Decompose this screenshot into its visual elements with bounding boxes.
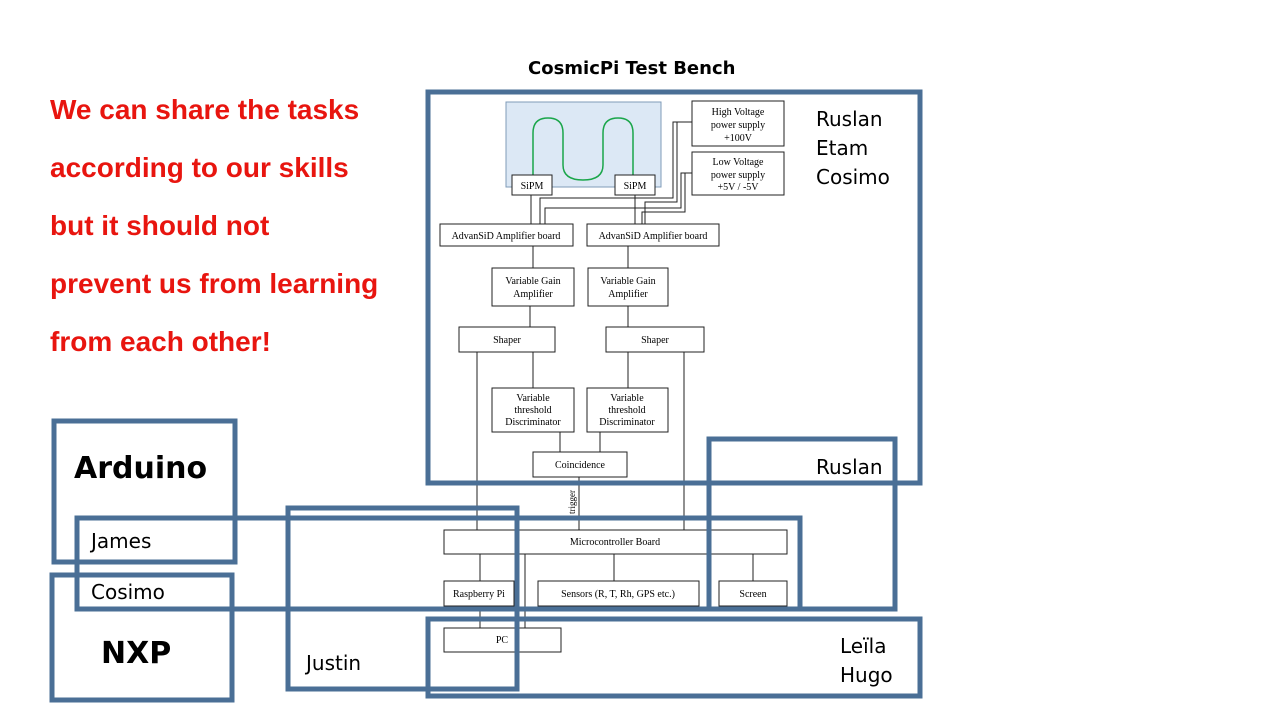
team-box-microcontroller xyxy=(74,515,803,612)
svg-text:Raspberry Pi: Raspberry Pi xyxy=(453,589,505,600)
variable-gain-amplifier-right: Variable Gain Amplifier xyxy=(587,267,669,307)
team-member-cosimo: Cosimo xyxy=(816,165,890,189)
svg-text:Microcontroller Board: Microcontroller Board xyxy=(570,537,660,548)
svg-text:power supply: power supply xyxy=(711,120,765,131)
svg-text:threshold: threshold xyxy=(608,405,645,416)
svg-text:+5V / -5V: +5V / -5V xyxy=(717,182,759,193)
discriminator-right: Variable threshold Discriminator xyxy=(586,387,669,433)
wls-fiber xyxy=(532,117,634,181)
svg-text:Amplifier: Amplifier xyxy=(608,289,648,300)
team-member-hugo: Hugo xyxy=(840,663,893,687)
svg-text:Variable Gain: Variable Gain xyxy=(505,276,560,287)
coincidence: Coincidence xyxy=(532,451,628,478)
svg-text:power supply: power supply xyxy=(711,170,765,181)
message-line-4: prevent us from learning xyxy=(50,268,379,299)
team-label-nxp: NXP xyxy=(101,636,172,671)
team-member-cosimo-2: Cosimo xyxy=(91,580,165,604)
svg-text:threshold: threshold xyxy=(514,405,551,416)
team-member-leila: Leïla xyxy=(840,634,887,658)
svg-text:AdvanSiD Amplifier board: AdvanSiD Amplifier board xyxy=(452,231,561,242)
svg-text:+100V: +100V xyxy=(724,133,753,144)
svg-text:Amplifier: Amplifier xyxy=(513,289,553,300)
svg-text:Shaper: Shaper xyxy=(641,335,669,346)
microcontroller-board: Microcontroller Board xyxy=(443,529,788,555)
team-box-pc xyxy=(425,616,923,699)
raspberry-pi: Raspberry Pi xyxy=(443,580,515,607)
low-voltage-supply: Low Voltage power supply +5V / -5V xyxy=(691,151,785,196)
team-box-justin xyxy=(285,505,520,692)
svg-text:Sensors (R, T, Rh, GPS etc.): Sensors (R, T, Rh, GPS etc.) xyxy=(561,589,675,600)
shaper-right: Shaper xyxy=(605,326,705,353)
diagram-title: CosmicPi Test Bench xyxy=(528,58,736,79)
screen: Screen xyxy=(718,580,788,607)
svg-text:Discriminator: Discriminator xyxy=(599,417,655,428)
svg-text:Coincidence: Coincidence xyxy=(555,460,606,471)
svg-text:Low Voltage: Low Voltage xyxy=(712,157,764,168)
message-line-5: from each other! xyxy=(50,326,271,357)
svg-text:PC: PC xyxy=(496,635,509,646)
trigger-label: trigger xyxy=(567,490,577,514)
discriminator-left: Variable threshold Discriminator xyxy=(491,387,575,433)
svg-text:Variable Gain: Variable Gain xyxy=(600,276,655,287)
svg-text:AdvanSiD Amplifier board: AdvanSiD Amplifier board xyxy=(599,231,708,242)
svg-text:Shaper: Shaper xyxy=(493,335,521,346)
shaper-left: Shaper xyxy=(458,326,556,353)
team-label-arduino: Arduino xyxy=(74,451,208,486)
svg-text:Screen: Screen xyxy=(739,589,766,600)
svg-text:Variable: Variable xyxy=(516,393,550,404)
team-member-etam: Etam xyxy=(816,136,869,160)
team-box-nxp xyxy=(49,572,235,703)
sensors: Sensors (R, T, Rh, GPS etc.) xyxy=(537,580,700,607)
high-voltage-supply: High Voltage power supply +100V xyxy=(691,100,785,147)
message-line-2: according to our skills xyxy=(50,152,349,183)
svg-text:High Voltage: High Voltage xyxy=(712,107,765,118)
team-box-analog-chain xyxy=(425,89,923,486)
variable-gain-amplifier-left: Variable Gain Amplifier xyxy=(491,267,575,307)
sipm-left: SiPM xyxy=(511,174,553,196)
message-line-3: but it should not xyxy=(50,210,270,241)
pc: PC xyxy=(443,627,562,653)
team-box-arduino xyxy=(51,418,238,565)
amplifier-board-left: AdvanSiD Amplifier board xyxy=(439,223,574,247)
scintillator-plate xyxy=(505,101,662,188)
team-member-ruslan-2: Ruslan xyxy=(816,455,883,479)
amplifier-board-right: AdvanSiD Amplifier board xyxy=(586,223,720,247)
team-member-ruslan: Ruslan xyxy=(816,107,883,131)
team-member-james: James xyxy=(91,529,152,553)
sipm-right: SiPM xyxy=(614,174,656,196)
svg-text:Discriminator: Discriminator xyxy=(505,417,561,428)
svg-text:SiPM: SiPM xyxy=(624,181,647,192)
svg-text:SiPM: SiPM xyxy=(521,181,544,192)
svg-text:Variable: Variable xyxy=(610,393,644,404)
message-line-1: We can share the tasks xyxy=(50,94,360,125)
team-member-justin: Justin xyxy=(306,651,362,675)
